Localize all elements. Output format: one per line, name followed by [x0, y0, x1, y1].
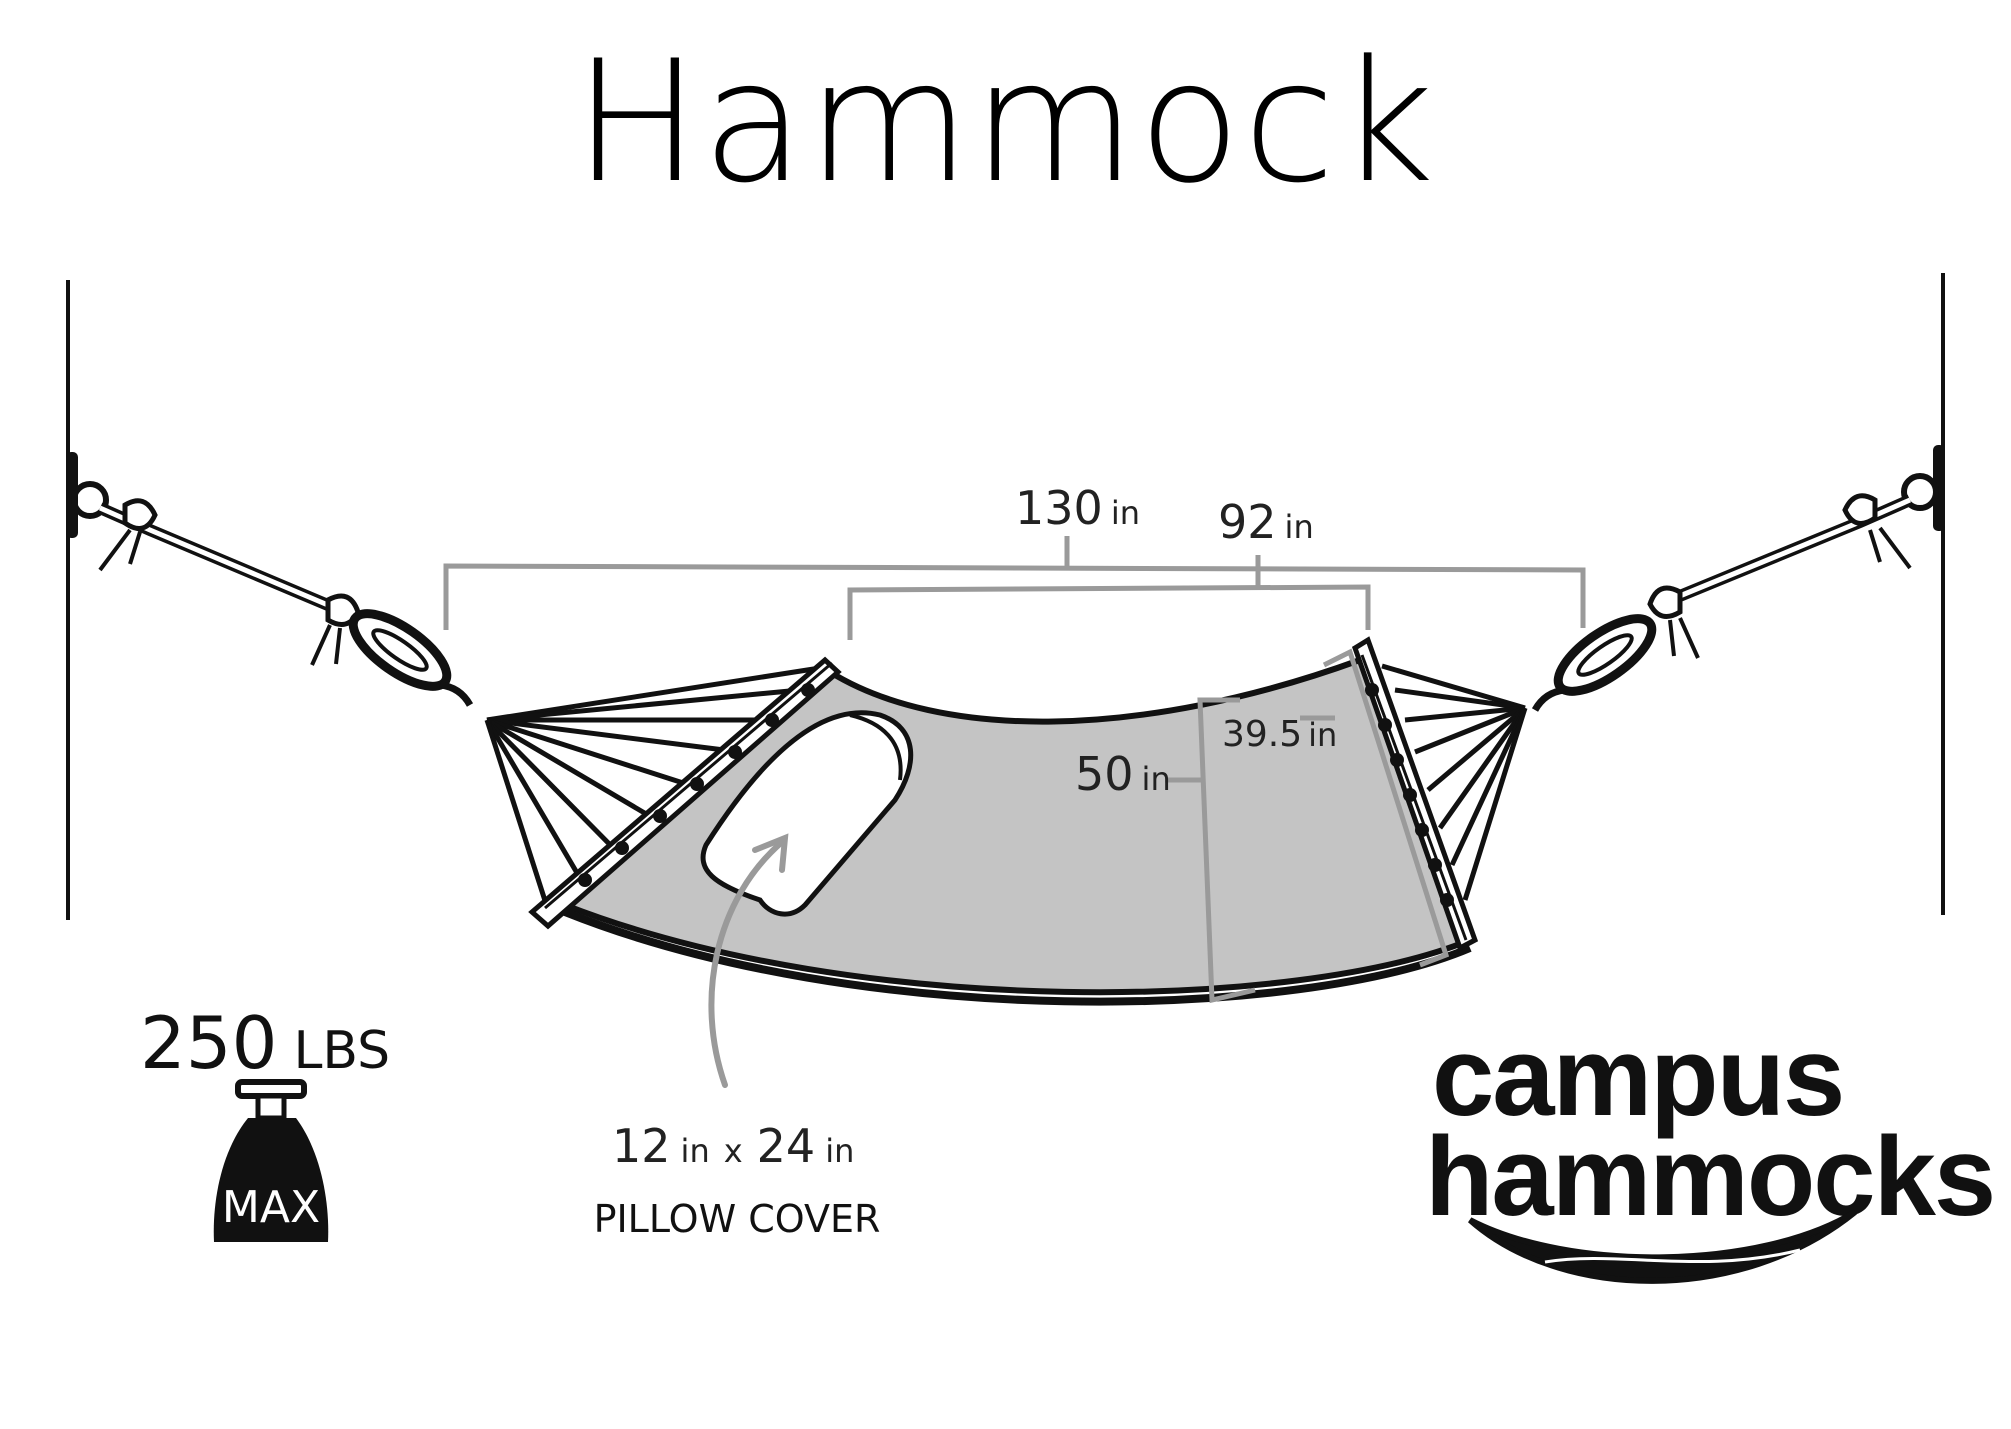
weight-max-badge: MAX	[222, 1182, 320, 1233]
hammock-bed-edge	[563, 908, 1472, 1006]
overall-length-value: 130	[1015, 481, 1103, 535]
bed-length-bracket	[847, 555, 1371, 640]
pillow-size-height-unit: in	[825, 1132, 854, 1170]
brand-line-2: hammocks	[1425, 1114, 1994, 1239]
right-spreader-bar	[1351, 636, 1479, 952]
weight-limit-label: 250 LBS	[140, 1001, 390, 1085]
weight-limit-unit: LBS	[293, 1021, 390, 1081]
left-spreader-bar	[528, 656, 842, 930]
spreader-length-value: 39.5	[1222, 714, 1302, 755]
weight-icon	[213, 1079, 329, 1242]
bed-length-value: 92	[1218, 495, 1277, 549]
bed-width-unit: in	[1142, 760, 1171, 798]
bed-length-unit: in	[1285, 508, 1314, 546]
pillow-size-height: 24	[757, 1119, 816, 1173]
spreader-length-unit: in	[1308, 716, 1337, 754]
pillow-caption: PILLOW COVER	[594, 1197, 881, 1241]
spreader-length-bracket	[1300, 648, 1450, 968]
brand-logo: campus hammocks	[1425, 1014, 1996, 1284]
brand-hammock-swoosh	[1468, 1209, 1857, 1284]
weight-limit-value: 250	[140, 1001, 277, 1085]
pillow-size-width: 12	[612, 1119, 671, 1173]
left-suspension-strings	[484, 665, 821, 911]
right-rope	[1531, 493, 1913, 712]
pillow-arrow	[708, 833, 789, 1088]
bed-width-bracket	[1165, 697, 1256, 1004]
hammock-bed	[559, 656, 1474, 996]
overall-length-bracket	[443, 536, 1586, 630]
page-title: Hammock	[573, 24, 1436, 220]
right-wall-hook	[1901, 445, 1945, 531]
brand-line-1: campus	[1432, 1014, 1843, 1139]
left-wall-hook	[66, 452, 109, 538]
pillow-size-width-unit: in	[681, 1132, 710, 1170]
left-rope	[97, 498, 474, 707]
pillow	[700, 710, 914, 917]
bed-width-value: 50	[1075, 747, 1134, 801]
pillow-size-times: x	[724, 1132, 743, 1170]
overall-length-unit: in	[1111, 494, 1140, 532]
right-suspension-strings	[1381, 663, 1528, 901]
